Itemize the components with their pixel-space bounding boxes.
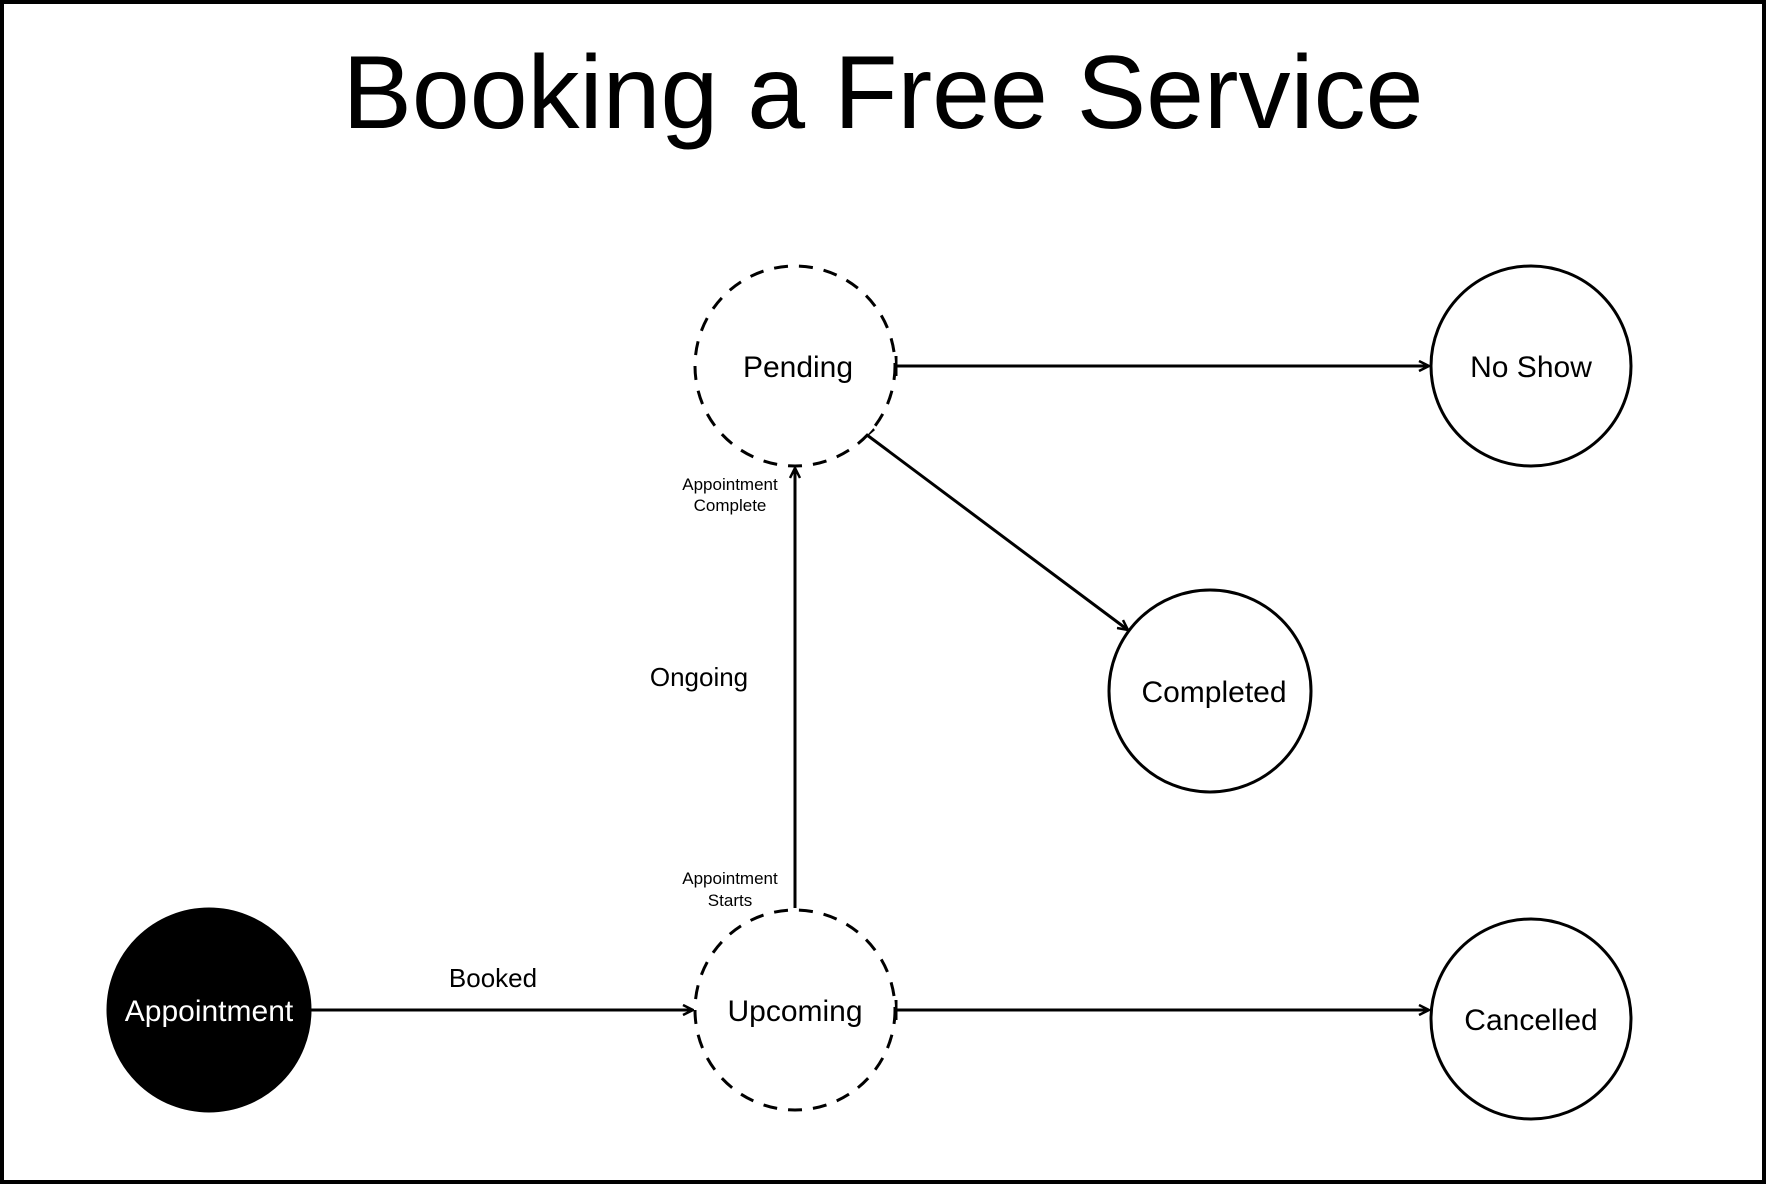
state-circle: [1429, 917, 1633, 1121]
node-label: Appointment: [125, 995, 294, 1028]
state-circle: [1107, 588, 1313, 794]
edge-label-ongoing: Ongoing: [650, 662, 748, 692]
state-circle: [1429, 264, 1633, 468]
edge-start-label-line1: Appointment: [682, 869, 778, 888]
state-circle-dashed: [693, 264, 897, 468]
node-label: Upcoming: [727, 995, 862, 1028]
edge-end-label-line2: Complete: [694, 496, 767, 515]
node-label: No Show: [1470, 351, 1592, 384]
node-pending[interactable]: Pending: [693, 264, 897, 468]
node-cancelled[interactable]: Cancelled: [1429, 917, 1633, 1121]
node-label: Cancelled: [1464, 1004, 1597, 1037]
node-no-show[interactable]: No Show: [1429, 264, 1633, 468]
edge-pending-to-completed: [866, 433, 1128, 630]
node-label: Completed: [1141, 676, 1286, 709]
node-label: Pending: [743, 351, 853, 384]
initial-state-circle: [106, 907, 312, 1113]
node-appointment[interactable]: Appointment: [106, 907, 312, 1113]
node-completed[interactable]: Completed: [1107, 588, 1313, 794]
edge-label-booked: Booked: [449, 963, 537, 993]
edge-end-label-line1: Appointment: [682, 475, 778, 494]
diagram-title: Booking a Free Service: [343, 35, 1424, 151]
state-circle-dashed: [693, 908, 897, 1112]
edges: [311, 356, 1429, 1020]
node-upcoming[interactable]: Upcoming: [693, 908, 897, 1112]
edge-start-label-line2: Starts: [708, 891, 752, 910]
